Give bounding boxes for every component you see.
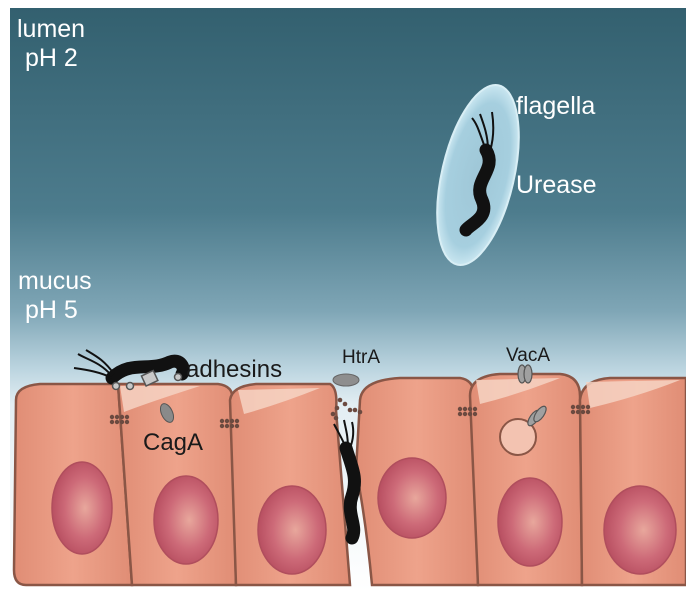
mucus-ph-label: pH 5 xyxy=(25,296,78,324)
nucleus-4 xyxy=(378,458,446,538)
vaca-toxin-membrane xyxy=(518,365,532,383)
lumen-label: lumen xyxy=(17,15,85,43)
caga-label: CagA xyxy=(143,429,203,456)
nucleus-6 xyxy=(604,486,676,574)
urease-label: Urease xyxy=(516,171,597,199)
nucleus-3 xyxy=(258,486,326,574)
invading-bacterium xyxy=(346,448,354,538)
nucleus-5 xyxy=(498,478,562,566)
htra-protein xyxy=(333,374,359,386)
nucleus-1 xyxy=(52,462,112,554)
htra-label: HtrA xyxy=(342,347,380,368)
vaca-label: VacA xyxy=(506,345,550,366)
adhesins-label: adhesins xyxy=(186,356,282,383)
nucleus-2 xyxy=(154,476,218,564)
lumen-ph-label: pH 2 xyxy=(25,44,78,72)
flagella-label: flagella xyxy=(516,92,595,120)
mucus-label: mucus xyxy=(18,267,92,295)
